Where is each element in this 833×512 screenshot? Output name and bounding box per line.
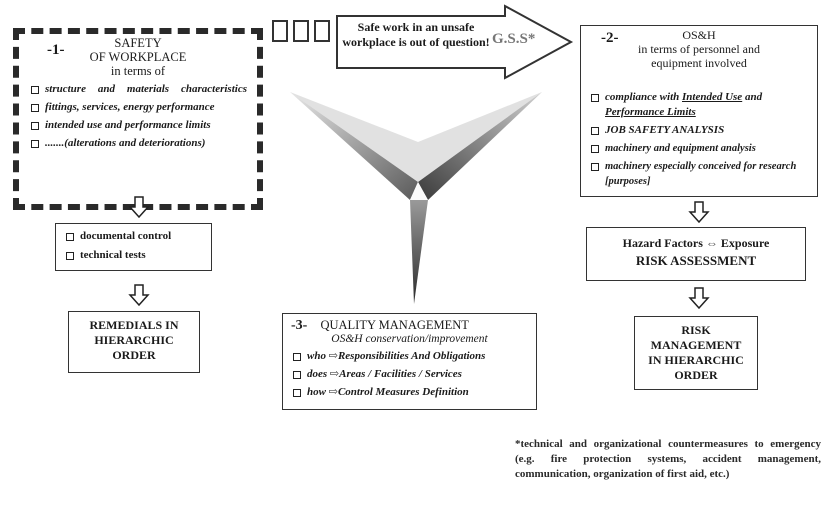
list-item: who ⇨Responsibilities And Obligations [291,349,528,364]
list-item: .......(alterations and deteriorations) [29,136,247,151]
list-item: structure and materials characteristics [29,82,247,97]
box2-subtitle-line2: equipment involved [651,56,747,70]
box3-list: who ⇨Responsibilities And Obligations do… [291,349,528,400]
list-item: does ⇨Areas / Facilities / Services [291,367,528,382]
osh-box: -2- OS&H in terms of personnel and equip… [580,25,818,197]
hazard-box: Hazard Factors ⇔ Exposure RISK ASSESSMEN… [586,227,806,281]
list-item: technical tests [64,248,203,263]
quality-management-box: -3- QUALITY MANAGEMENT OS&H conservation… [282,313,537,410]
list-item: fittings, services, energy performance [29,100,247,115]
footnote: *technical and organizational countermea… [515,438,821,480]
box2-list: compliance with Intended Use and Perform… [589,90,809,189]
box1-subtitle: in terms of [110,64,166,78]
safety-of-workplace-box: -1- SAFETY OF WORKPLACE in terms of stru… [13,28,263,210]
list-item: JOB SAFETY ANALYSIS [589,123,809,138]
exposure-label: Exposure [720,236,770,250]
down-arrow-icon [128,284,150,306]
big-right-arrow-icon [336,4,574,80]
box1-title-line2: OF WORKPLACE [89,50,187,64]
box3-number: -3- [291,318,308,333]
three-pointed-star-icon [290,92,542,304]
list-item: how ⇨Control Measures Definition [291,385,528,400]
box1-list: structure and materials characteristics … [29,82,247,151]
right-arrow-icon: ⇨ [329,368,340,380]
connector-square [314,20,330,42]
box1-title-line1: SAFETY [114,36,162,50]
down-arrow-icon [688,287,710,309]
list-item: compliance with Intended Use and Perform… [589,90,809,120]
arrow-text: Safe work in an unsafe workplace is out … [342,20,490,49]
list-item: machinery and equipment analysis [589,141,809,156]
list-item: intended use and performance limits [29,118,247,133]
controls-box: documental control technical tests [55,223,212,271]
connector-square [272,20,288,42]
box1-number: -1- [47,42,65,58]
list-item: documental control [64,229,203,244]
box3-title: QUALITY MANAGEMENT [320,318,469,332]
right-arrow-icon: ⇨ [328,350,338,362]
double-arrow-icon: ⇔ [705,236,718,250]
box2-number: -2- [601,30,619,46]
remedials-box: REMEDIALS IN HIERARCHIC ORDER [68,311,200,373]
box3-subtitle: OS&H conservation/improvement [331,333,488,345]
risk-assessment-label: RISK ASSESSMENT [635,253,757,268]
risk-management-box: RISK MANAGEMENT IN HIERARCHIC ORDER [634,316,758,390]
box2-subtitle-line1: in terms of personnel and [638,42,760,56]
box2-title: OS&H [682,28,716,42]
hazard-factors-label: Hazard Factors [622,236,703,250]
down-arrow-icon [128,196,150,218]
connector-square [293,20,309,42]
right-arrow-icon: ⇨ [328,386,338,398]
list-item: machinery especially conceived for resea… [589,159,809,189]
controls-list: documental control technical tests [64,229,203,263]
gss-label: G.S.S* [492,31,536,47]
down-arrow-icon [688,201,710,223]
